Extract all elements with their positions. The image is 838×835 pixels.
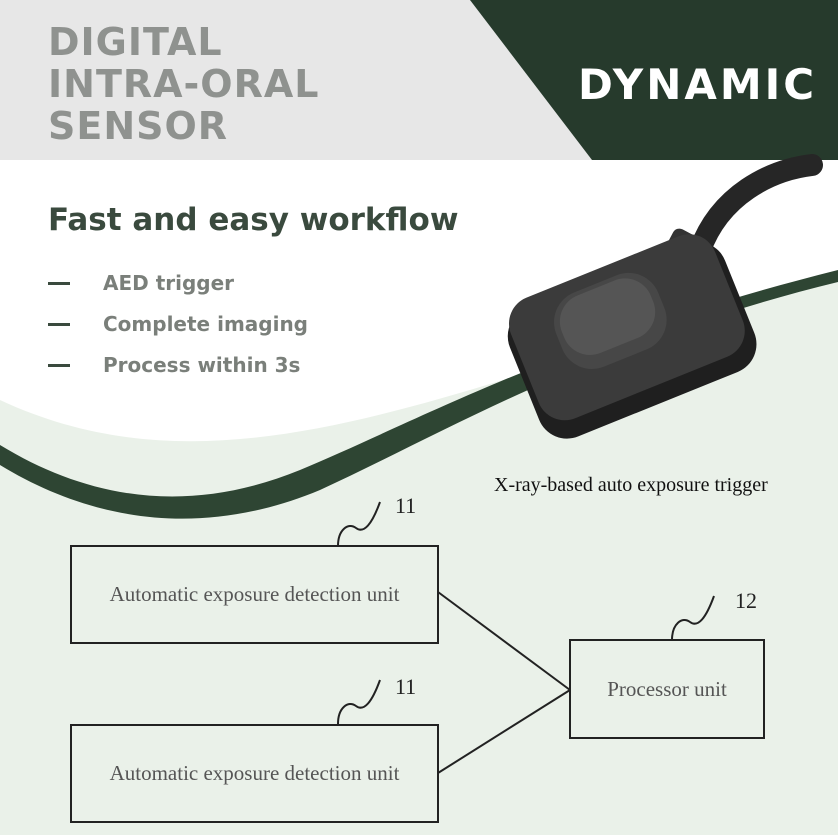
feature-item: Process within 3s <box>48 350 300 380</box>
sensor-cable <box>689 154 823 261</box>
dash-icon <box>48 363 70 367</box>
ref-leader-11-top <box>337 501 381 547</box>
feature-item: Complete imaging <box>48 309 308 339</box>
feature-label: Process within 3s <box>103 353 301 377</box>
feature-item: AED trigger <box>48 268 234 298</box>
title-line-2: INTRA-ORAL <box>48 62 320 106</box>
ref-number: 12 <box>735 588 757 613</box>
ref-number: 11 <box>395 493 417 518</box>
diagram-caption: X-ray-based auto exposure trigger <box>494 474 768 496</box>
brand-logo: DYNAMIC <box>578 60 818 109</box>
connector-bottom <box>437 689 571 774</box>
dash-icon <box>48 322 70 326</box>
processor-unit-box: Processor unit <box>569 639 765 739</box>
diagram-background <box>0 280 838 835</box>
sensor-image <box>507 234 757 439</box>
brand-panel <box>470 0 838 160</box>
title-line-1: DIGITAL <box>48 20 223 64</box>
ref-number: 11 <box>395 674 417 699</box>
ref-leader-11-bottom <box>337 679 381 725</box>
feature-label: AED trigger <box>103 271 235 295</box>
ref-leader-12 <box>671 595 715 641</box>
detection-unit-box: Automatic exposure detection unit <box>70 724 439 823</box>
title-line-3: SENSOR <box>48 104 229 148</box>
detection-unit-box: Automatic exposure detection unit <box>70 545 439 644</box>
connector-top <box>437 591 571 691</box>
feature-label: Complete imaging <box>103 312 308 336</box>
wave-ribbon <box>0 270 838 519</box>
dash-icon <box>48 281 70 285</box>
headline: Fast and easy workflow <box>48 202 459 238</box>
